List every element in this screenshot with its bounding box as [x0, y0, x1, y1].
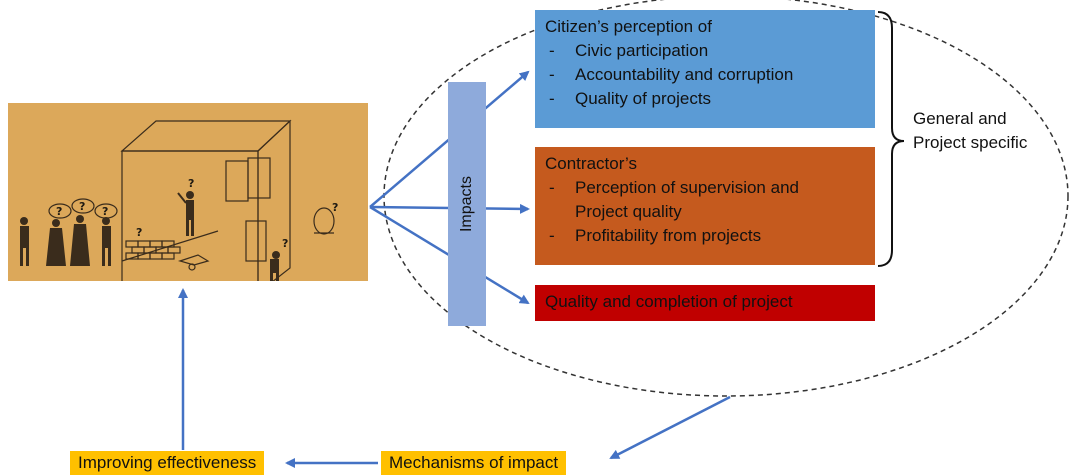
- building-window-2: [247, 157, 271, 199]
- citizen-item-quality: - Quality of projects: [545, 87, 865, 111]
- question-mark-2: ?: [79, 200, 85, 213]
- contractor-item-profitability: - Profitability from projects: [545, 224, 865, 248]
- bullet-dash: -: [549, 226, 555, 245]
- mechanisms-of-impact-box: Mechanisms of impact: [381, 451, 567, 475]
- building-window-1: [225, 160, 249, 202]
- bullet-dash: -: [549, 89, 555, 108]
- person-digging-worker: [270, 251, 280, 283]
- citizen-perception-box: Citizen’s perception of - Civic particip…: [535, 10, 875, 128]
- contractor-item-label: Profitability from projects: [575, 226, 762, 245]
- general-label-line-2: Project specific: [913, 133, 1028, 152]
- contractor-box: Contractor’s - Perception of supervision…: [535, 147, 875, 265]
- citizen-item-label: Accountability and corruption: [575, 65, 794, 84]
- general-project-specific-label: General and Project specific: [913, 107, 1027, 155]
- citizen-item-label: Civic participation: [575, 41, 709, 60]
- person-visitor-3: [70, 215, 90, 266]
- citizen-item-accountability: - Accountability and corruption: [545, 63, 865, 87]
- contractor-item-supervision: - Perception of supervision and: [545, 176, 865, 200]
- improving-effectiveness-box: Improving effectiveness: [70, 451, 265, 475]
- brick-pile: [125, 240, 181, 260]
- quality-completion-label: Quality and completion of project: [545, 292, 793, 311]
- grouping-brace: [877, 11, 905, 267]
- arrow-to-mechanisms: [609, 395, 731, 460]
- citizen-box-title: Citizen’s perception of: [545, 17, 712, 36]
- speech-bubble-2: [71, 198, 95, 214]
- speech-bubble-1: [48, 203, 72, 219]
- impacts-bar: [448, 82, 486, 326]
- person-worker-inside: [177, 191, 194, 236]
- construction-scene-illustration: ? ? ? ? ? ? ?: [8, 103, 368, 295]
- question-mark-6: ?: [282, 237, 288, 250]
- contractor-item-supervision-continued: Project quality: [575, 202, 682, 221]
- question-mark-3: ?: [102, 205, 108, 218]
- cement-mixer: [313, 207, 335, 235]
- impacts-label: Impacts: [458, 175, 475, 233]
- building-roof: [120, 120, 292, 152]
- question-mark-5: ?: [188, 177, 194, 190]
- building-side-face: [257, 119, 291, 295]
- contractor-item-label: Perception of supervision and: [575, 178, 799, 197]
- citizen-item-civic-participation: - Civic participation: [545, 39, 865, 63]
- building-door: [245, 220, 267, 262]
- citizen-item-label: Quality of projects: [575, 89, 712, 108]
- quality-completion-box: Quality and completion of project: [535, 285, 875, 321]
- person-visitor-1: [20, 217, 29, 266]
- wheelbarrow: [177, 254, 210, 266]
- bullet-dash: -: [549, 41, 555, 60]
- question-mark-1: ?: [56, 205, 62, 218]
- question-mark-4: ?: [136, 226, 142, 239]
- contractor-box-title: Contractor’s: [545, 154, 637, 173]
- bullet-dash: -: [549, 178, 555, 197]
- person-visitor-4: [102, 217, 111, 266]
- construction-scene-drawing: ? ? ? ? ? ? ?: [20, 119, 338, 295]
- general-label-line-1: General and: [913, 109, 1007, 128]
- bullet-dash: -: [549, 65, 555, 84]
- person-visitor-2: [46, 219, 66, 266]
- question-mark-7: ?: [332, 201, 338, 214]
